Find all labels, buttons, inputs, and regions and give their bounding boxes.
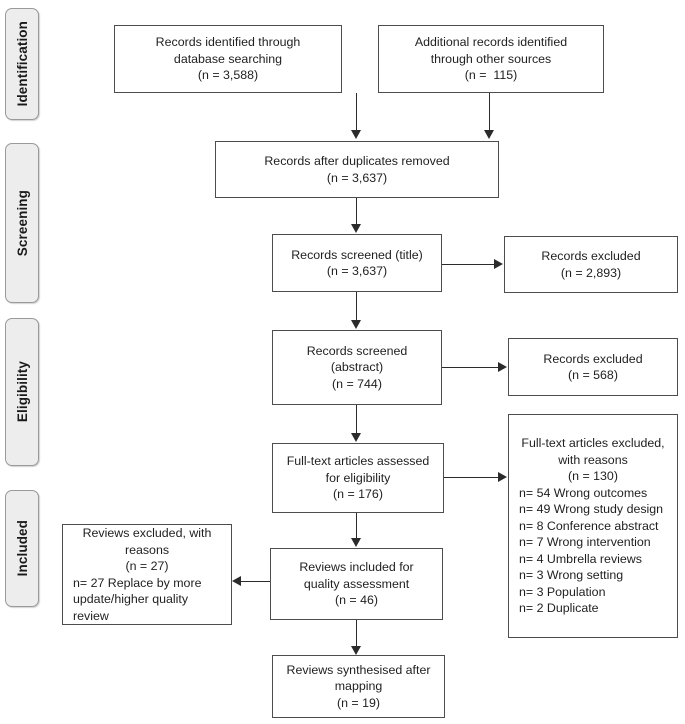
box-fulltext-excluded-reason: n= 49 Wrong study design (519, 502, 664, 517)
stage-label-screening: Screening (5, 143, 39, 303)
box-fulltext-assessed-count: (n = 176) (333, 487, 383, 502)
box-excluded-title: Records excluded (n = 2,893) (504, 236, 678, 293)
arrowhead-abstract-to-fulltext (351, 433, 361, 442)
box-fulltext-excluded-reason: n= 2 Duplicate (519, 601, 599, 616)
box-reviews-synthesised-line2: mapping (334, 679, 383, 694)
connector-screened-title-to-abstract (356, 292, 357, 321)
box-other-sources-records: Additional records identified through ot… (378, 25, 604, 93)
connector-fulltext-to-excluded (444, 477, 499, 478)
box-screened-abstract: Records screened (abstract) (n = 744) (272, 330, 442, 405)
box-reviews-excluded-reason: review (73, 608, 109, 623)
stage-label-screening-text: Screening (14, 189, 30, 257)
arrowhead-screened-title-to-excluded (494, 259, 503, 269)
arrowhead-reviews-included-to-excluded (232, 576, 241, 586)
box-reviews-synthesised-line1: Reviews synthesised after (286, 662, 431, 677)
stage-label-included-text: Included (14, 520, 30, 577)
stage-label-included: Included (5, 490, 39, 607)
arrowhead-fulltext-to-excluded (498, 472, 507, 482)
box-fulltext-excluded-reason: n= 54 Wrong outcomes (519, 485, 648, 500)
arrowhead-screened-abstract-to-excluded (498, 362, 507, 372)
box-fulltext-excluded-reason: n= 3 Population (519, 584, 606, 599)
box-fulltext-excluded-line2: with reasons (558, 452, 628, 467)
box-screened-title: Records screened (title) (n = 3,637) (272, 234, 442, 292)
arrowhead-other-sources-to-duplicates (484, 130, 494, 139)
box-reviews-excluded-line1: Reviews excluded, with (82, 526, 212, 540)
box-fulltext-assessed-line2: for eligibility (325, 470, 391, 485)
box-reviews-synthesised-count: (n = 19) (336, 695, 381, 710)
box-fulltext-excluded-count: (n = 130) (568, 469, 618, 484)
box-other-sources-records-line1: Additional records identified (414, 35, 568, 50)
box-other-sources-records-count: (n = 115) (464, 68, 518, 83)
box-reviews-excluded-reason: n= 27 Replace by more (73, 575, 202, 590)
box-other-sources-records-line2: through other sources (430, 51, 552, 66)
box-reviews-excluded: Reviews excluded, with reasons (n = 27) … (62, 524, 232, 625)
connector-abstract-to-fulltext (356, 405, 357, 434)
arrowhead-screened-title-to-abstract (351, 320, 361, 329)
box-fulltext-excluded-reason: n= 8 Conference abstract (519, 518, 659, 533)
box-reviews-included: Reviews included for quality assessment … (270, 548, 443, 620)
box-duplicates-removed: Records after duplicates removed (n = 3,… (215, 141, 499, 198)
box-duplicates-removed-line1: Records after duplicates removed (264, 154, 450, 168)
box-reviews-excluded-line2: reasons (124, 542, 170, 557)
box-excluded-abstract: Records excluded (n = 568) (508, 338, 678, 396)
box-reviews-included-line2: quality assessment (303, 576, 410, 591)
box-excluded-title-line1: Records excluded (541, 249, 641, 263)
box-reviews-excluded-reason: update/higher quality (73, 592, 189, 606)
connector-reviews-included-to-synthesised (356, 620, 357, 647)
box-fulltext-excluded-reason: n= 7 Wrong intervention (519, 535, 651, 550)
box-database-records-line2: database searching (173, 51, 283, 66)
stage-label-identification: Identification (5, 8, 39, 120)
connector-fulltext-to-reviews-included (356, 513, 357, 539)
arrowhead-database-to-duplicates (351, 130, 361, 139)
connector-reviews-included-to-excluded (241, 581, 270, 582)
arrowhead-fulltext-to-reviews-included (351, 538, 361, 547)
box-screened-abstract-line1: Records screened (306, 343, 408, 358)
box-fulltext-excluded-line1: Full-text articles excluded, (521, 436, 665, 451)
box-excluded-title-count: (n = 2,893) (560, 265, 622, 280)
stage-label-eligibility-text: Eligibility (14, 361, 30, 423)
box-reviews-included-line1: Reviews included for (299, 560, 414, 575)
box-database-records: Records identified through database sear… (114, 25, 342, 93)
arrowhead-reviews-included-to-synthesised (351, 646, 361, 655)
box-duplicates-removed-count: (n = 3,637) (326, 170, 388, 185)
connector-screened-title-to-excluded (442, 264, 495, 265)
box-screened-abstract-line2: (abstract) (330, 360, 384, 375)
stage-label-identification-text: Identification (14, 21, 30, 107)
stage-label-eligibility: Eligibility (5, 318, 39, 466)
box-reviews-excluded-count: (n = 27) (125, 559, 169, 573)
box-fulltext-excluded: Full-text articles excluded, with reason… (508, 414, 678, 638)
connector-screened-abstract-to-excluded (442, 367, 499, 368)
box-fulltext-assessed: Full-text articles assessed for eligibil… (272, 443, 444, 513)
box-database-records-count: (n = 3,588) (197, 68, 259, 83)
box-fulltext-assessed-line1: Full-text articles assessed (286, 454, 430, 469)
box-fulltext-excluded-reason: n= 4 Umbrella reviews (519, 551, 642, 566)
arrowhead-duplicates-to-screened-title (351, 224, 361, 233)
box-reviews-included-count: (n = 46) (334, 593, 379, 608)
box-screened-title-line1: Records screened (title) (291, 247, 423, 262)
connector-duplicates-to-screened-title (356, 198, 357, 225)
box-database-records-line1: Records identified through (155, 35, 301, 50)
box-screened-title-count: (n = 3,637) (326, 264, 388, 278)
box-excluded-abstract-line1: Records excluded (543, 351, 643, 366)
box-reviews-synthesised: Reviews synthesised after mapping (n = 1… (272, 655, 445, 718)
box-screened-abstract-count: (n = 744) (332, 376, 382, 391)
connector-other-sources-to-duplicates (489, 93, 490, 131)
box-excluded-abstract-count: (n = 568) (568, 368, 618, 382)
box-fulltext-excluded-reason: n= 3 Wrong setting (519, 568, 624, 583)
connector-database-to-duplicates (356, 93, 357, 131)
